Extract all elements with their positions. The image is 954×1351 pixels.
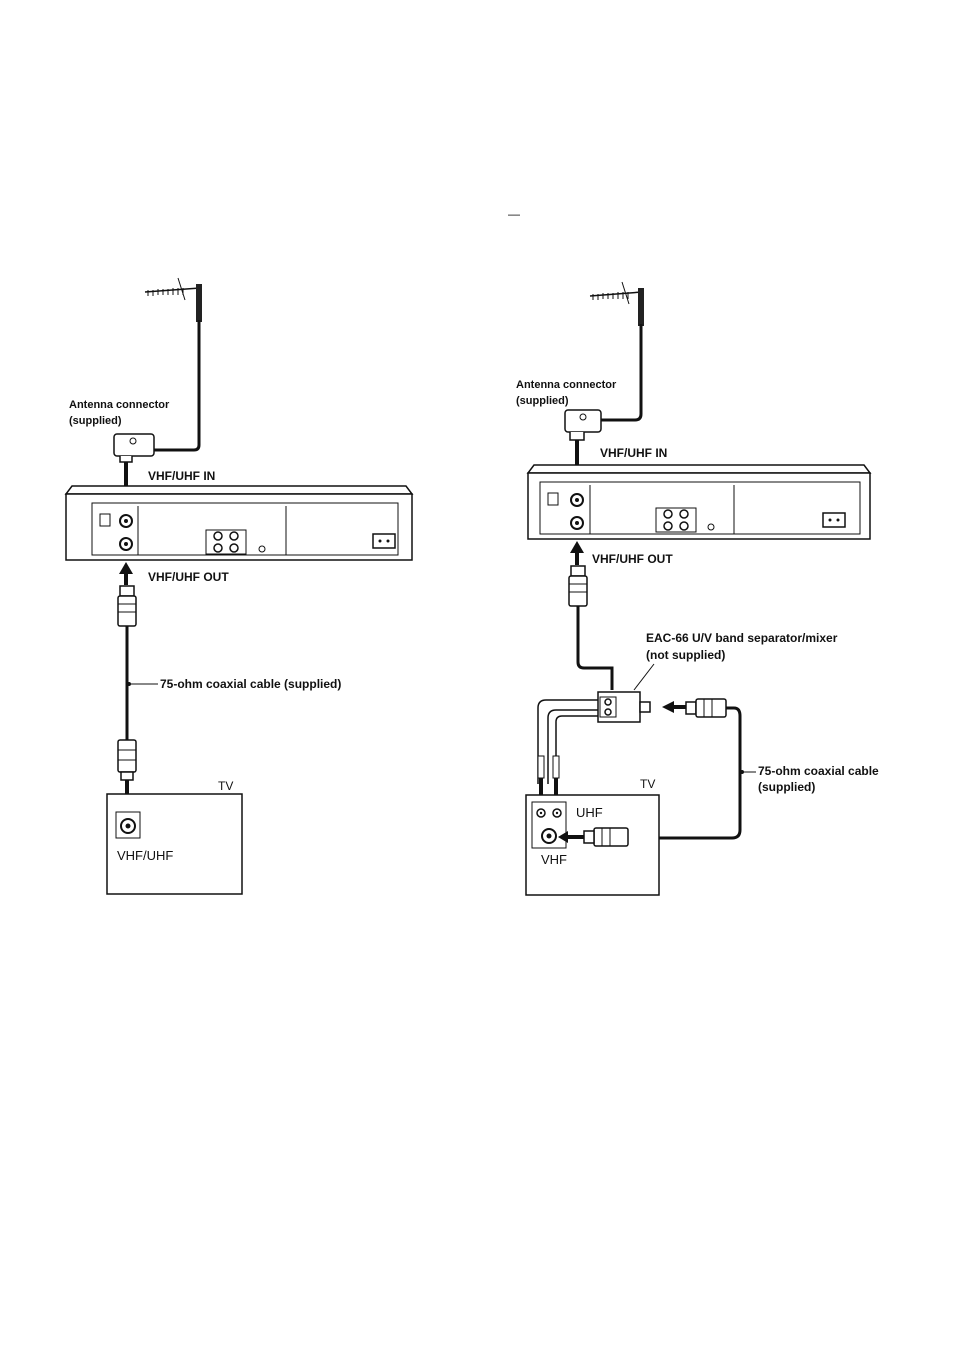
coax-connector-icon xyxy=(118,586,136,626)
vcr-rear-panel-icon xyxy=(528,465,870,539)
coax-cable-note: (supplied) xyxy=(758,780,815,794)
antenna-icon xyxy=(145,278,202,322)
tv-port-label: VHF/UHF xyxy=(117,848,173,863)
antenna-connector-label: Antenna connector xyxy=(69,399,170,411)
left-diagram: Antenna connector (supplied) VHF/UHF IN xyxy=(66,278,412,894)
coax-connector-icon xyxy=(118,740,136,780)
antenna-cable xyxy=(600,324,641,420)
antenna-connector-note: (supplied) xyxy=(516,395,569,407)
tv-label: TV xyxy=(640,777,655,791)
tv-label: TV xyxy=(218,779,233,793)
antenna-connector-icon xyxy=(114,434,154,462)
vhf-uhf-in-label: VHF/UHF IN xyxy=(148,469,215,483)
separator-note: (not supplied) xyxy=(646,648,725,662)
antenna-connector-icon xyxy=(565,410,601,440)
separator-label: EAC-66 U/V band separator/mixer xyxy=(646,631,838,645)
vcr-rear-panel-icon xyxy=(66,486,412,560)
page-mark: — xyxy=(508,207,520,221)
coax-cable-label: 75-ohm coaxial cable (supplied) xyxy=(160,677,341,691)
antenna-icon xyxy=(590,282,644,326)
antenna-connector-label: Antenna connector xyxy=(516,379,617,391)
right-diagram: Antenna connector (supplied) VHF/UHF IN xyxy=(516,282,879,895)
tv-uhf-label: UHF xyxy=(576,805,603,820)
coax-connector-icon xyxy=(569,566,587,606)
coax-cable-label: 75-ohm coaxial cable xyxy=(758,764,879,778)
antenna-cable xyxy=(154,320,199,450)
band-separator-icon xyxy=(598,692,650,722)
tv-vhf-label: VHF xyxy=(541,852,567,867)
vhf-uhf-out-label: VHF/UHF OUT xyxy=(148,570,229,584)
twin-lead xyxy=(538,700,598,784)
vhf-uhf-in-label: VHF/UHF IN xyxy=(600,446,667,460)
coax-connector-icon xyxy=(686,699,726,717)
antenna-connector-note: (supplied) xyxy=(69,415,122,427)
coax-cable xyxy=(578,606,612,690)
vhf-uhf-out-label: VHF/UHF OUT xyxy=(592,552,673,566)
leader-line xyxy=(634,664,654,690)
coax-connector-icon xyxy=(584,828,628,846)
tv-icon xyxy=(107,794,242,894)
